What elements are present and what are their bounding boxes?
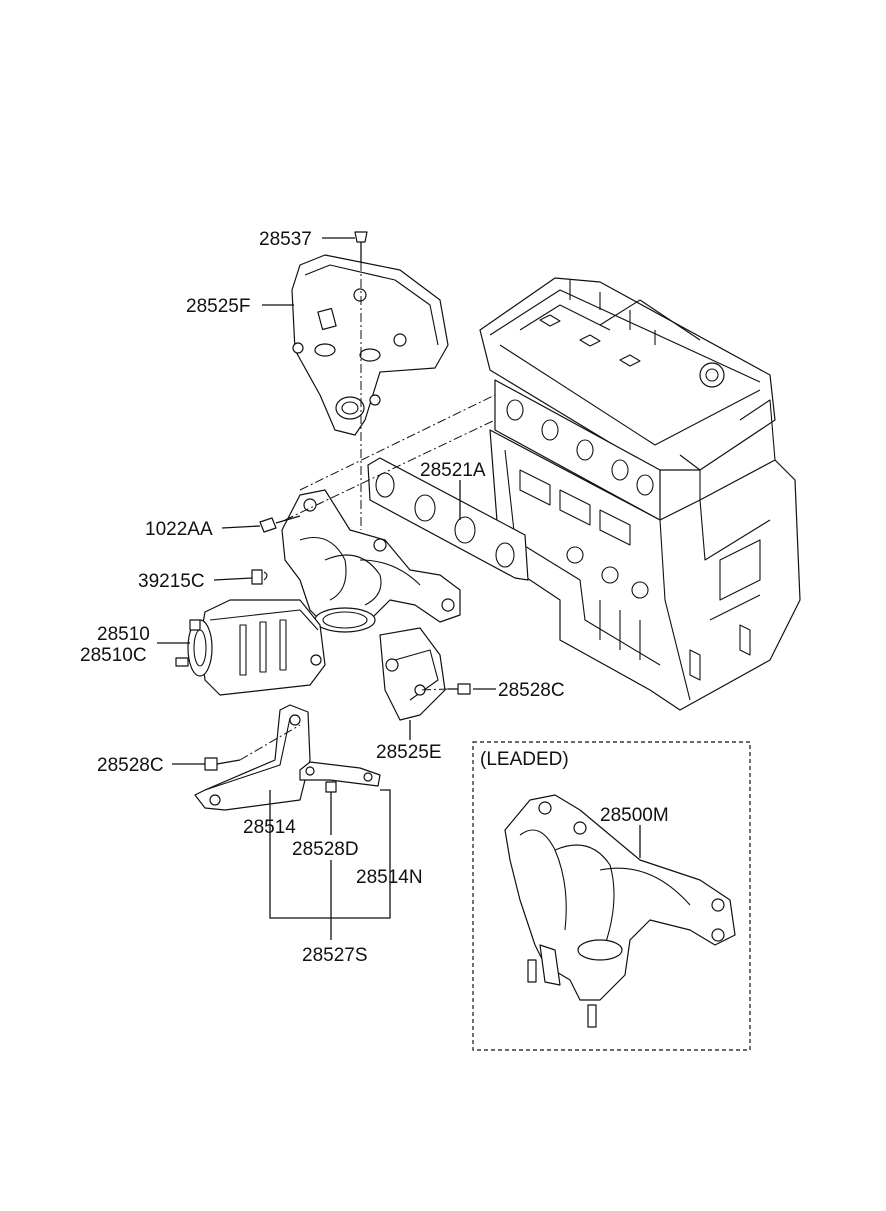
label-28528D: 28528D [292,839,359,860]
label-28525F: 28525F [186,296,250,317]
bracket-28514 [194,704,311,811]
bolt-28537 [354,231,368,262]
leader-lines [157,237,496,940]
label-39215C: 39215C [138,571,205,592]
label-28500M: 28500M [600,805,669,826]
heat-shield-lower [379,627,446,721]
label-28510: 28510 [97,624,150,645]
bolt-28528C-left [204,757,241,771]
label-28525E: 28525E [376,742,442,763]
label-28527S: 28527S [302,945,368,966]
bracket-28514N [299,761,381,787]
leaded-inset-frame [472,741,751,1051]
nut-1022AA [259,515,301,533]
bolt-28528C-right [448,683,471,695]
leaded-manifold-28500M [504,794,736,1028]
engine-block [479,277,801,711]
label-28514: 28514 [243,817,296,838]
label-28528C-right: 28528C [498,680,565,701]
leaded-title: (LEADED) [480,749,569,770]
exhaust-manifold [281,489,461,633]
label-28514N: 28514N [356,867,423,888]
label-28510C: 28510C [80,645,147,666]
manifold-gasket [367,457,529,581]
part-labels: 28537 28525F 28521A 1022AA 39215C 28510 … [80,229,669,966]
heat-shield-upper [291,254,449,436]
label-1022AA: 1022AA [145,519,213,540]
oxygen-sensor-39215C [251,569,268,585]
label-28537: 28537 [259,229,312,250]
bolt-28528D [325,781,337,800]
label-28528C-left: 28528C [97,755,164,776]
catalytic-converter [175,599,326,696]
assembly-lines [239,262,496,761]
label-28521A: 28521A [420,460,486,481]
